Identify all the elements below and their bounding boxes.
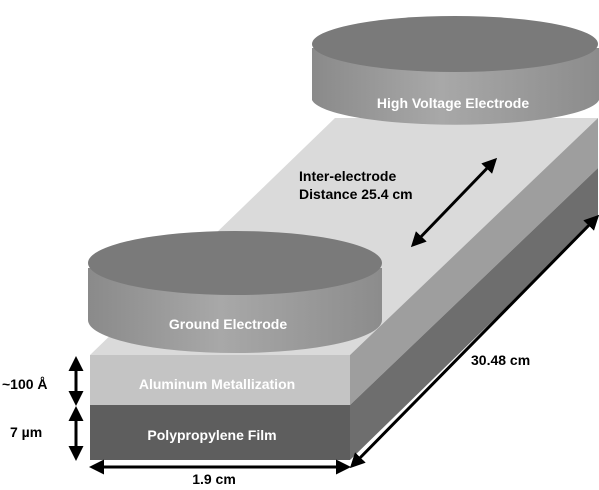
aluminum-front-face <box>90 355 350 405</box>
film-front-face <box>90 405 350 460</box>
hv-electrode-top <box>312 16 598 72</box>
length-arrow <box>349 214 599 469</box>
aluminum-metallization-label: Aluminum Metallization <box>139 376 295 392</box>
aluminum-thickness-label: ~100 Å <box>2 376 48 392</box>
ground-electrode: Ground Electrode <box>88 231 382 353</box>
polypropylene-film-label: Polypropylene Film <box>147 427 276 443</box>
hv-electrode-label: High Voltage Electrode <box>377 95 529 111</box>
length-label: 30.48 cm <box>471 352 530 368</box>
width-label: 1.9 cm <box>192 471 236 487</box>
ground-electrode-top <box>88 231 382 295</box>
high-voltage-electrode: High Voltage Electrode <box>312 16 599 125</box>
inter-electrode-label-line1: Inter-electrode <box>299 168 396 184</box>
film-thickness-label: 7 µm <box>10 424 42 440</box>
ground-electrode-label: Ground Electrode <box>169 316 287 332</box>
inter-electrode-label-line2: Distance 25.4 cm <box>299 186 413 202</box>
